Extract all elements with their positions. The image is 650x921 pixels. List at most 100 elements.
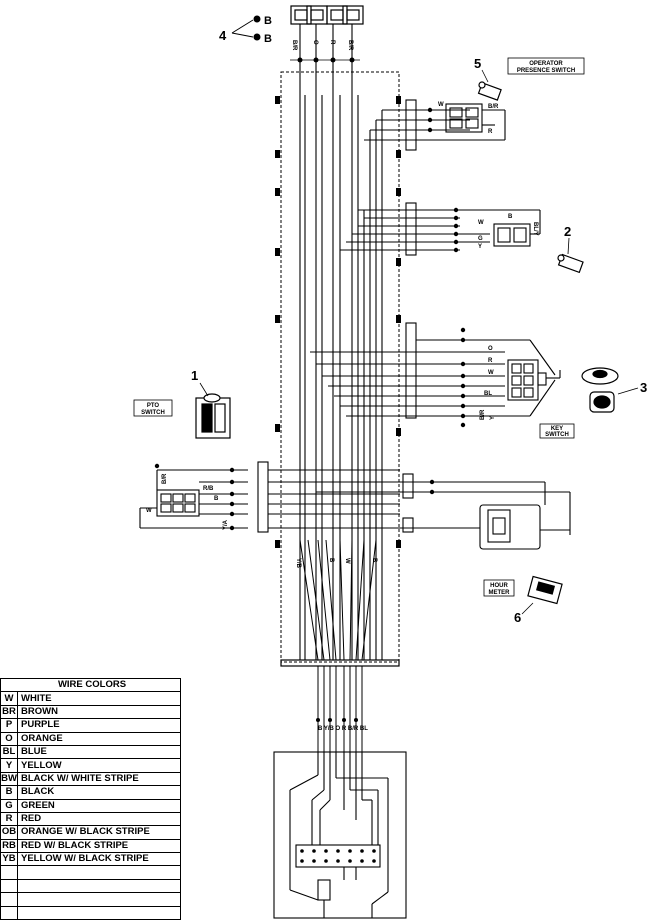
key-switch-dots: [460, 327, 466, 428]
s2-code-w: W: [478, 220, 484, 226]
pto-code-br: B/R: [162, 473, 168, 484]
lower-transition-wires: [299, 539, 377, 661]
wire-color-name: [17, 878, 181, 894]
harness-code-w: W: [344, 558, 350, 564]
s2-code-y: Y: [478, 244, 482, 250]
wire-color-name: YELLOW W/ BLACK STRIPE: [17, 852, 181, 867]
wire-color-code: G: [0, 798, 18, 813]
hour-meter-part: [527, 575, 563, 605]
hour-meter-label-2: METER: [489, 590, 511, 596]
wire-code-top-1: B/R: [291, 40, 297, 51]
osw-code-br: B/R: [488, 104, 499, 110]
wire-color-name: ORANGE W/ BLACK STRIPE: [17, 825, 181, 840]
table-row: [0, 892, 181, 907]
pto-code-b: B: [214, 496, 219, 502]
wire-code-top-4: B/R: [347, 40, 353, 51]
wire-color-name: BLUE: [17, 744, 181, 760]
key-code-br: B/R: [480, 409, 486, 420]
hour-meter-label-box: [483, 579, 515, 597]
wire-color-code: Y: [0, 758, 18, 773]
wire-color-name: GREEN: [17, 798, 181, 813]
key-switch-label-1: KEY: [551, 426, 563, 432]
wire-color-name: [17, 905, 181, 921]
pto-code-w: W: [146, 508, 152, 514]
wire-color-name: PURPLE: [17, 718, 181, 733]
table-row: [0, 865, 181, 880]
pto-label-2: SWITCH: [141, 410, 165, 416]
key-switch-label-2: SWITCH: [545, 432, 569, 438]
operator-presence-dots: [427, 107, 433, 133]
key-switch-label-box: [539, 423, 575, 439]
callout-2: 2: [564, 224, 571, 239]
harness-code-yb: Y/B: [295, 558, 301, 569]
hour-meter-label-1: HOUR: [490, 583, 508, 589]
callout-6: 6: [514, 610, 521, 625]
operator-presence-label-1: OPERATOR: [529, 61, 563, 67]
switch-2-part: [557, 253, 584, 274]
terminal-strip-pins: [300, 849, 376, 863]
osw-code-w: W: [438, 102, 444, 108]
wire-code-top-3: R: [329, 40, 335, 45]
operator-presence-connector: [364, 99, 506, 151]
key-code-r: R: [488, 358, 493, 364]
s2-code-g: G: [478, 236, 483, 242]
table-row: [0, 878, 181, 894]
wire-color-name: [17, 892, 181, 907]
pto-connector: [139, 461, 400, 533]
wire-color-code: [0, 878, 18, 894]
wire-color-code: R: [0, 811, 18, 827]
wire-color-name: RED W/ BLACK STRIPE: [17, 838, 181, 854]
ground-b-bottom: B: [264, 33, 272, 45]
wire-color-code: RB: [0, 838, 18, 854]
operator-presence-switch-part: [477, 81, 502, 101]
wire-color-code: [0, 865, 18, 880]
switch-2-connector: [340, 202, 541, 256]
table-row: [0, 905, 181, 921]
callout-4: 4: [219, 28, 227, 43]
wire-colors-header-row: WIRE COLORS: [0, 677, 181, 693]
wire-color-code: BL: [0, 744, 18, 760]
bottom-wire-codes: B Y/B O R B/R BL: [318, 726, 368, 732]
wire-color-code: B: [0, 785, 18, 800]
wire-color-name: BROWN: [17, 704, 181, 720]
lower-junction-dots: [316, 718, 358, 722]
pto-code-ya: Y/A: [223, 519, 229, 530]
key-code-bl: BL: [484, 391, 492, 397]
wire-color-code: W: [0, 691, 18, 706]
wire-color-name: BLACK W/ WHITE STRIPE: [17, 771, 181, 787]
pto-label-1: PTO: [147, 403, 160, 409]
switch-2-dots: [453, 207, 459, 253]
wire-colors-title: WIRE COLORS: [0, 677, 181, 693]
key-code-w: W: [488, 370, 494, 376]
wire-code-top-2: O: [312, 40, 318, 45]
key-code-y: Y: [490, 416, 496, 420]
wire-color-name: WHITE: [17, 691, 181, 706]
callout-5: 5: [474, 56, 481, 71]
s2-code-bly: BL/Y: [532, 222, 538, 236]
hour-meter-dot-1: [429, 479, 435, 485]
ground-terminals: [231, 15, 261, 41]
pto-switch-part: [195, 393, 231, 439]
ground-b-top: B: [264, 15, 272, 27]
s2-code-b: B: [508, 214, 513, 220]
lower-bundle: [317, 666, 363, 752]
wire-color-name: RED: [17, 811, 181, 827]
terminal-box: [273, 751, 407, 919]
wire-color-code: BR: [0, 704, 18, 720]
wire-color-name: [17, 865, 181, 880]
pto-label-box: [133, 399, 173, 417]
